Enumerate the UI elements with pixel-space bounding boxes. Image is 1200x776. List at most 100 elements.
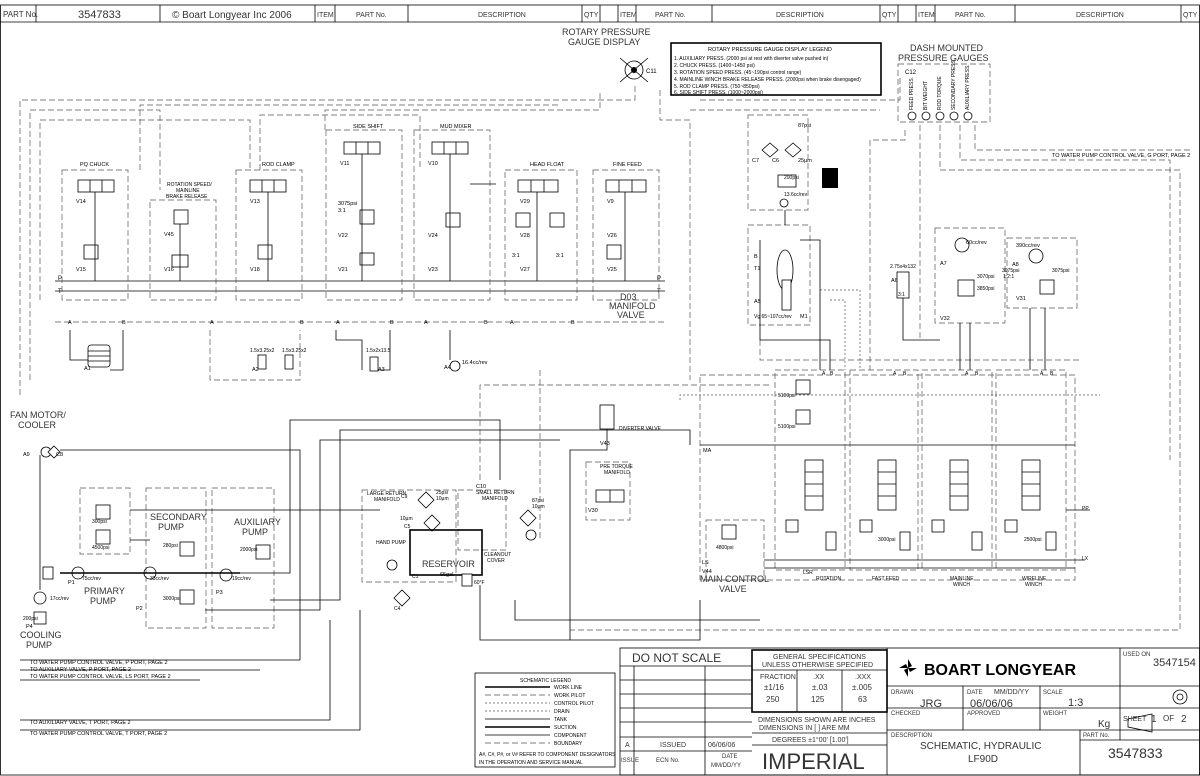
filter-icon <box>519 509 537 527</box>
gauge-icon <box>921 111 931 121</box>
svg-text:1: 1 <box>1151 714 1157 725</box>
svg-text:3000psi: 3000psi <box>878 537 896 543</box>
svg-text:2500psi: 2500psi <box>1024 537 1042 543</box>
gauge-legend-item-2: 2. CHUCK PRESS. (1400~1450 psi) <box>674 63 755 69</box>
svg-text:WORK LINE: WORK LINE <box>554 685 583 691</box>
pilot-lines <box>19 75 1190 631</box>
gauge-legend-item-1: 1. AUXILIARY PRESS. (2000 psi at rest wi… <box>674 56 829 62</box>
svg-text:CLEANOUT: CLEANOUT <box>484 552 511 558</box>
svg-text:B: B <box>390 320 394 326</box>
svg-text:1:3: 1:3 <box>1068 697 1083 709</box>
svg-text:CONTROL PILOT: CONTROL PILOT <box>554 701 594 707</box>
cylinder-a6: 2.75x4x132 A6 3:1 <box>890 264 940 341</box>
svg-text:LARGE RETURN: LARGE RETURN <box>367 491 407 497</box>
header-qty-2: QTY <box>882 12 897 19</box>
svg-text:HAND PUMP: HAND PUMP <box>376 540 407 546</box>
svg-text:P: P <box>58 276 62 282</box>
svg-text:B: B <box>1050 371 1054 377</box>
svg-text:B: B <box>830 371 834 377</box>
svg-text:BIT WEIGHT: BIT WEIGHT <box>923 81 929 110</box>
svg-text:DIMENSIONS IN [ ] ARE MM: DIMENSIONS IN [ ] ARE MM <box>759 725 850 732</box>
svg-text:MA: MA <box>703 448 712 454</box>
svg-text:±1/16: ±1/16 <box>764 683 785 692</box>
svg-text:10µm: 10µm <box>400 516 413 522</box>
svg-text:WINCH: WINCH <box>1025 582 1042 588</box>
svg-text:4800psi: 4800psi <box>716 545 734 551</box>
svg-text:SHEET: SHEET <box>1123 716 1147 723</box>
svg-text:V21: V21 <box>338 267 348 273</box>
svg-text:V15: V15 <box>76 267 86 273</box>
svg-text:LF90D: LF90D <box>968 754 998 765</box>
svg-text:87psi: 87psi <box>532 498 544 504</box>
header-item-3: ITEM <box>918 12 935 19</box>
svg-text:T1: T1 <box>754 266 760 272</box>
do-not-scale: DO NOT SCALE <box>632 651 721 665</box>
svg-text:PUMP: PUMP <box>26 640 52 650</box>
svg-text:DESCRIPTION: DESCRIPTION <box>891 733 932 739</box>
brand-name: BOART LONGYEAR <box>924 662 1076 679</box>
gauge-legend-item-4: 4. MAINLINE WINCH BRAKE RELEASE PRESS. (… <box>674 77 861 83</box>
gauge-icon <box>935 111 945 121</box>
svg-text:C10: C10 <box>476 484 486 490</box>
svg-text:A6: A6 <box>891 278 898 284</box>
svg-text:WORK PILOT: WORK PILOT <box>554 693 585 699</box>
header-qty-1: QTY <box>584 12 599 19</box>
svg-text:A: A <box>510 320 514 326</box>
svg-text:TO WATER PUMP CONTROL VALVE, L: TO WATER PUMP CONTROL VALVE, LS PORT, PA… <box>30 674 171 680</box>
svg-text:ISSUED: ISSUED <box>660 742 686 749</box>
svg-text:±.03: ±.03 <box>812 683 828 692</box>
svg-text:BOUNDARY: BOUNDARY <box>554 741 583 747</box>
svg-text:A5: A5 <box>754 299 761 305</box>
svg-text:C5: C5 <box>404 524 411 530</box>
svg-text:3070psi: 3070psi <box>977 274 995 280</box>
pre-torque-manifold: PRE TORQUE MANIFOLD V30 <box>585 461 634 521</box>
svg-text:A3: A3 <box>378 367 385 373</box>
svg-text:B: B <box>300 320 304 326</box>
header-item-2: ITEM <box>620 12 637 19</box>
gauge-legend-item-5: 5. ROD CLAMP PRESS. (750~850psi) <box>674 84 760 90</box>
svg-text:DRAWN: DRAWN <box>891 690 913 696</box>
filter-icon <box>761 142 779 158</box>
rotation-speed-section <box>149 199 217 301</box>
svg-text:V22: V22 <box>338 233 348 239</box>
header-row: PART No. 3547833 © Boart Longyear Inc 20… <box>0 5 1200 23</box>
svg-text:3075psi: 3075psi <box>1052 268 1070 274</box>
svg-text:DIMENSIONS SHOWN ARE INCHES: DIMENSIONS SHOWN ARE INCHES <box>758 717 876 724</box>
offpage-references: TO WATER PUMP CONTROL VALVE, P PORT, PAG… <box>30 660 171 737</box>
svg-text:2: 2 <box>1181 714 1187 725</box>
svg-text:A: A <box>822 371 826 377</box>
svg-text:63: 63 <box>858 695 867 704</box>
svg-text:.XX: .XX <box>813 674 825 681</box>
svg-text:ECN No.: ECN No. <box>656 758 680 764</box>
svg-text:DEGREES ±1°00' [1.00']: DEGREES ±1°00' [1.00'] <box>772 736 849 744</box>
svg-text:3:1: 3:1 <box>512 253 520 259</box>
wireline-winch-motor-icon <box>1028 248 1044 264</box>
hand-pump-icon <box>386 559 398 571</box>
header-item-1: ITEM <box>317 12 334 19</box>
svg-text:HEAD FLOAT: HEAD FLOAT <box>530 162 565 168</box>
svg-text:A: A <box>625 742 630 749</box>
svg-text:V10: V10 <box>428 161 438 167</box>
svg-text:280psi: 280psi <box>163 543 178 549</box>
svg-text:V32: V32 <box>940 316 950 322</box>
svg-text:A7: A7 <box>940 261 947 267</box>
svg-text:V44: V44 <box>702 569 712 575</box>
svg-text:FRACTION: FRACTION <box>760 674 796 681</box>
svg-text:VALVE: VALVE <box>617 310 645 320</box>
svg-text:APPROVED: APPROVED <box>967 711 1001 717</box>
check-valve-icon <box>525 529 537 541</box>
svg-text:TANK: TANK <box>554 717 568 723</box>
rotation-motor-area: C7 C6 87psi 25µm 200psi 13.6cc/rev B T1 … <box>747 114 838 370</box>
svg-text:C9: C9 <box>401 494 408 500</box>
svg-text:ROD CLAMP: ROD CLAMP <box>262 162 295 168</box>
svg-text:B: B <box>975 371 979 377</box>
svg-text:FEED PRESS.: FEED PRESS. <box>909 77 915 110</box>
imperial-label: IMPERIAL <box>762 749 865 774</box>
svg-text:25µm: 25µm <box>798 158 812 164</box>
svg-text:10µm: 10µm <box>436 496 449 502</box>
svg-text:3000psi: 3000psi <box>163 596 181 602</box>
svg-text:P1: P1 <box>68 580 75 586</box>
svg-text:3:1: 3:1 <box>898 292 905 298</box>
svg-text:V29: V29 <box>520 199 530 205</box>
gauge-icon <box>907 111 917 121</box>
